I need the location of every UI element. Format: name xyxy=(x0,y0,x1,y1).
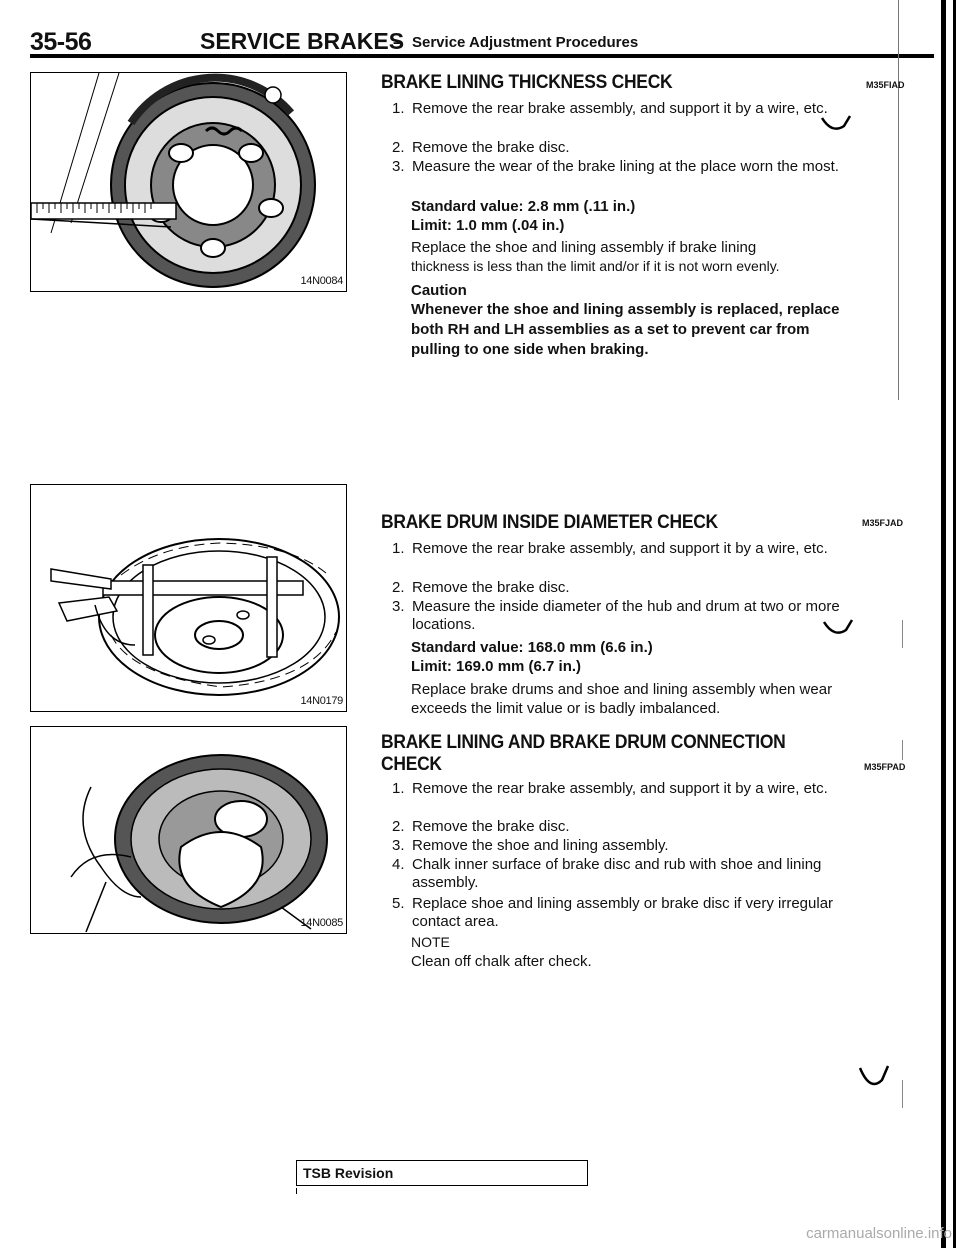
brake-caliper-illustration xyxy=(30,72,316,288)
spec-limit-lining: Limit: 1.0 mm (.04 in.) xyxy=(411,217,565,234)
page-edge-thin xyxy=(953,0,956,1248)
watermark: carmanualsonline.info xyxy=(806,1225,952,1242)
spec-standard-drum: Standard value: 168.0 mm (6.6 in.) xyxy=(411,639,653,656)
step-lining-1: 1. Remove the rear brake assembly, and s… xyxy=(392,100,828,117)
section-code-lining: M35FIAD xyxy=(866,80,905,90)
figure-connection-check: 14N0085 xyxy=(30,726,347,934)
tsb-revision-box: TSB Revision xyxy=(296,1160,588,1186)
scan-line xyxy=(898,0,899,400)
scan-mark xyxy=(822,619,854,634)
figure-label: 14N0085 xyxy=(300,917,343,929)
page-subtitle: Service Adjustment Procedures xyxy=(412,34,639,51)
scan-line xyxy=(902,740,903,760)
section-code-drum: M35FJAD xyxy=(862,518,904,528)
caution-text: Whenever the shoe and lining assembly is… xyxy=(411,301,840,358)
note-text: Clean off chalk after check. xyxy=(411,953,592,970)
caution-title: Caution xyxy=(411,282,467,299)
figure-label: 14N0084 xyxy=(300,275,343,287)
tsb-tick xyxy=(296,1188,297,1194)
scan-mark xyxy=(858,1065,890,1086)
section-title-connection-2: CHECK xyxy=(381,754,442,775)
page-edge-thick xyxy=(941,0,946,1248)
brake-drum-illustration xyxy=(50,538,340,696)
scan-mark xyxy=(820,115,852,130)
step-drum-1: 1. Remove the rear brake assembly, and s… xyxy=(392,540,828,557)
figure-drum-diameter: 14N0179 xyxy=(30,484,347,712)
replace-lining-1: Replace the shoe and lining assembly if … xyxy=(411,239,757,256)
note-label: NOTE xyxy=(411,934,450,950)
spec-standard-lining: Standard value: 2.8 mm (.11 in.) xyxy=(411,198,636,215)
section-title-connection: BRAKE LINING AND BRAKE DRUM CONNECTION xyxy=(381,732,786,753)
scan-line xyxy=(902,620,903,648)
title-dash: – xyxy=(393,32,404,52)
spec-limit-drum: Limit: 169.0 mm (6.7 in.) xyxy=(411,658,582,675)
page-title: SERVICE BRAKES xyxy=(200,28,405,54)
lining-drum-contact-illustration xyxy=(70,754,328,933)
scan-line xyxy=(902,1080,903,1108)
section-code-connection: M35FPAD xyxy=(864,762,906,772)
figure-label: 14N0179 xyxy=(300,695,343,707)
section-title-drum: BRAKE DRUM INSIDE DIAMETER CHECK xyxy=(381,512,718,533)
replace-drum: Replace brake drums and shoe and lining … xyxy=(411,681,833,717)
replace-lining-2: thickness is less than the limit and/or … xyxy=(411,258,780,274)
section-title-lining: BRAKE LINING THICKNESS CHECK xyxy=(381,72,673,93)
page-code: 35-56 xyxy=(30,28,92,56)
step-connection-5: 5. Replace shoe and lining assembly or b… xyxy=(392,895,834,930)
header-rule xyxy=(30,54,934,58)
step-connection-1: 1. Remove the rear brake assembly, and s… xyxy=(392,780,828,797)
step-connection-4: 4. Chalk inner surface of brake disc and… xyxy=(392,856,822,891)
figure-lining-thickness: 14N0084 xyxy=(30,72,347,292)
